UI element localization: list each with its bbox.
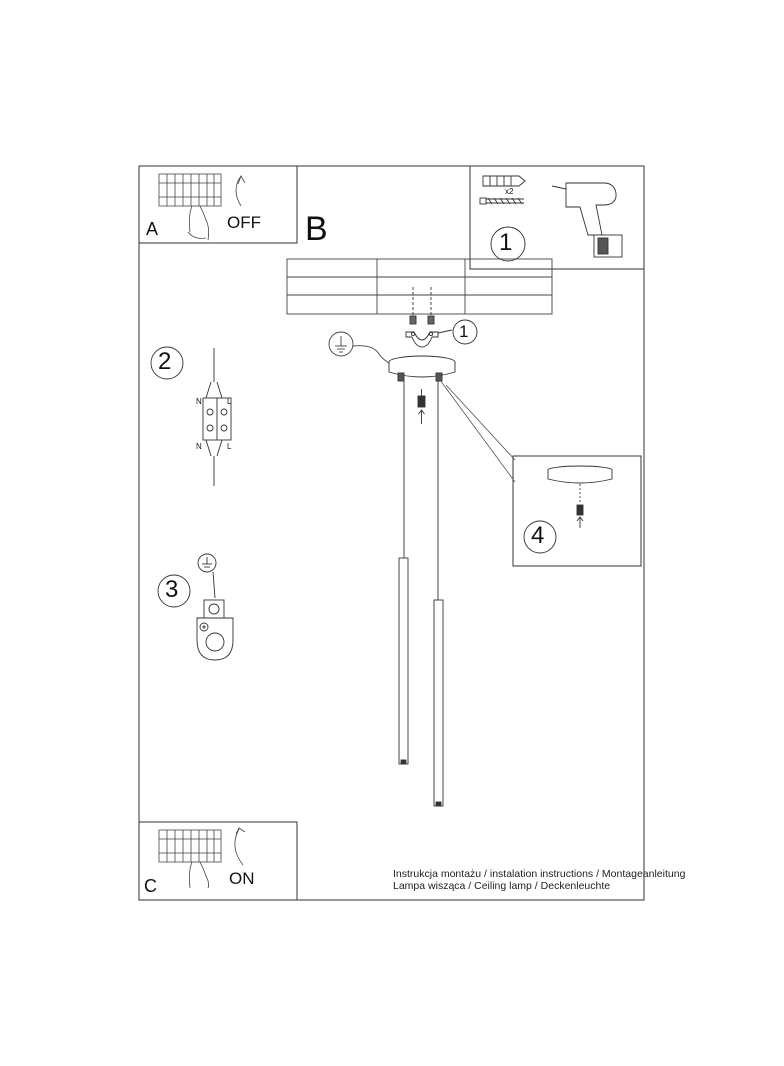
tools-box	[469, 165, 645, 270]
tools-step-circle	[490, 226, 526, 262]
wiring-step-circle	[150, 346, 184, 380]
panel-a-letter: A	[146, 219, 159, 239]
anchor-quantity: x2	[505, 187, 514, 196]
tools-step-number: 1	[499, 229, 513, 256]
panel-c-letter: C	[144, 876, 157, 896]
wall-anchor-icon	[479, 175, 526, 205]
breaker-on-icon	[158, 827, 246, 889]
footer-product-line: Lampa wisząca / Ceiling lamp / Deckenleu…	[393, 880, 611, 892]
drill-icon	[551, 182, 623, 258]
terminal-block-icon	[202, 348, 232, 486]
detail-step-circle	[523, 520, 557, 554]
panel-a-box	[138, 165, 298, 244]
canopy-screw	[417, 389, 426, 424]
ceiling-screws	[409, 287, 435, 325]
ground-step-number: 3	[165, 576, 179, 603]
wiring-step-number: 2	[158, 348, 172, 375]
ground-step-circle	[157, 574, 191, 608]
neutral-label-top: N	[196, 397, 202, 406]
screw-step-circle	[452, 319, 478, 345]
breaker-off-icon	[158, 173, 246, 241]
detail-step-number: 4	[531, 522, 545, 549]
live-label-top: L	[227, 397, 232, 406]
footer-instructions-line: Instrukcja montażu / instalation instruc…	[393, 868, 686, 880]
detail-box	[512, 455, 642, 567]
off-label: OFF	[227, 213, 261, 232]
pendant-lamp	[398, 381, 444, 807]
ceiling-illustration	[286, 258, 553, 315]
panel-c-box	[138, 821, 298, 901]
screw-step-number: 1	[459, 322, 469, 341]
mounting-bracket	[405, 329, 453, 348]
ground-symbol-icon	[328, 331, 392, 365]
detail-leader-lines	[439, 379, 516, 483]
outer-frame	[138, 165, 645, 901]
canopy-detail-drawing	[547, 465, 613, 528]
neutral-label-bottom: N	[196, 442, 202, 451]
live-label-bottom: L	[227, 442, 232, 451]
panel-b-letter: B	[305, 210, 328, 248]
ceiling-canopy	[388, 355, 456, 382]
ground-terminal-icon	[196, 553, 234, 661]
on-label: ON	[229, 869, 255, 888]
